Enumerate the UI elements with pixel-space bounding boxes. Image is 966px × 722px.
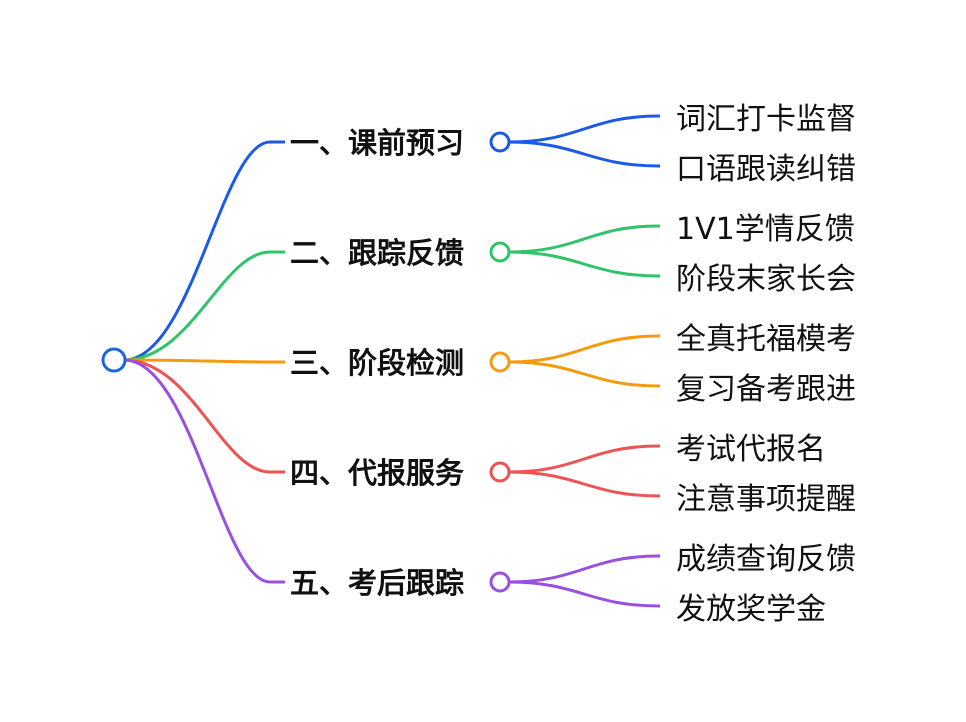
branch-label-2: 二、跟踪反馈 bbox=[290, 236, 464, 270]
connector-branch-1-leaf-2 bbox=[508, 140, 660, 168]
leaf-label-1-1: 词汇打卡监督 bbox=[676, 102, 856, 137]
branch-node-2 bbox=[489, 241, 511, 263]
connector-branch-2-leaf-2 bbox=[508, 250, 660, 278]
connector-branch-5-leaf-1 bbox=[508, 554, 660, 584]
mindmap-edges bbox=[123, 114, 660, 608]
branch-label-5: 五、考后跟踪 bbox=[290, 566, 464, 600]
branch-label-4: 四、代报服务 bbox=[290, 456, 464, 490]
branch-node-1 bbox=[489, 131, 511, 153]
connector-branch-3-leaf-1 bbox=[508, 334, 660, 364]
leaf-label-5-2: 发放奖学金 bbox=[676, 592, 826, 627]
connector-branch-3-leaf-2 bbox=[508, 360, 660, 388]
leaf-label-2-2: 阶段末家长会 bbox=[676, 262, 856, 297]
connector-root-branch-5 bbox=[123, 358, 285, 584]
mindmap-nodes bbox=[101, 131, 511, 593]
branch-node-3 bbox=[489, 351, 511, 373]
branch-label-3: 三、阶段检测 bbox=[290, 346, 464, 380]
connector-branch-1-leaf-1 bbox=[508, 114, 660, 144]
connector-root-branch-2 bbox=[123, 250, 285, 362]
leaf-label-2-1: 1V1学情反馈 bbox=[676, 212, 855, 247]
leaf-label-5-1: 成绩查询反馈 bbox=[676, 542, 856, 577]
connector-root-branch-4 bbox=[123, 358, 285, 474]
root-node bbox=[101, 347, 127, 373]
leaf-label-1-2: 口语跟读纠错 bbox=[676, 152, 856, 187]
branch-node-4 bbox=[489, 461, 511, 483]
connector-branch-2-leaf-1 bbox=[508, 224, 660, 254]
connector-branch-5-leaf-2 bbox=[508, 580, 660, 608]
connector-root-branch-1 bbox=[123, 140, 285, 362]
connector-branch-4-leaf-1 bbox=[508, 444, 660, 474]
connector-branch-4-leaf-2 bbox=[508, 470, 660, 498]
leaf-label-3-2: 复习备考跟进 bbox=[676, 372, 856, 407]
connector-root-branch-3 bbox=[123, 358, 285, 364]
leaf-label-3-1: 全真托福模考 bbox=[676, 322, 856, 357]
branch-label-1: 一、课前预习 bbox=[290, 126, 464, 160]
branch-node-5 bbox=[489, 571, 511, 593]
leaf-label-4-2: 注意事项提醒 bbox=[676, 482, 856, 517]
leaf-label-4-1: 考试代报名 bbox=[676, 432, 826, 467]
